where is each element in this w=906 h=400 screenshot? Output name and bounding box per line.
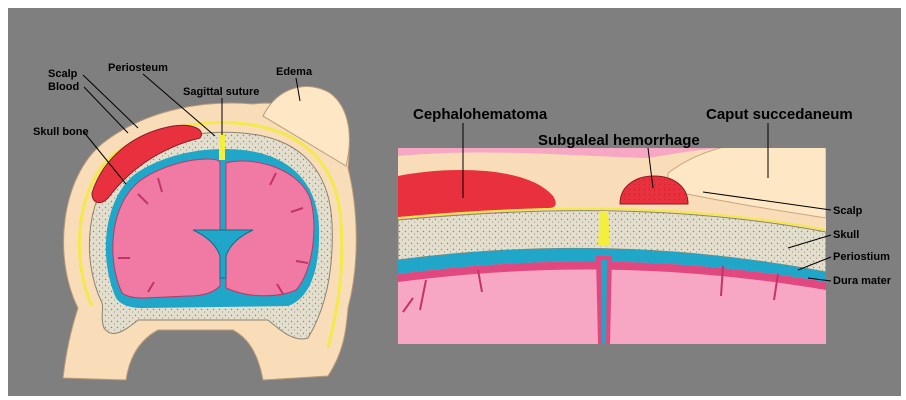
label-cephalohematoma: Cephalohematoma	[413, 106, 548, 123]
right-suture	[598, 211, 610, 246]
left-coronal-section: Scalp Blood Skull bone Periosteum Sagitt…	[33, 62, 356, 380]
label-scalp-right: Scalp	[833, 205, 863, 217]
label-periostium-right: Periostium	[833, 251, 890, 263]
label-scalp: Scalp	[48, 68, 78, 80]
label-subgaleal-hemorrhage: Subgaleal hemorrhage	[538, 132, 700, 149]
right-falx-inner	[601, 260, 607, 344]
scalp-hemorrhage-diagram: Scalp Blood Skull bone Periosteum Sagitt…	[8, 8, 901, 396]
label-edema: Edema	[276, 66, 313, 78]
label-sagittal-suture: Sagittal suture	[183, 86, 259, 98]
label-skull-right: Skull	[833, 229, 859, 241]
label-caput-succedaneum: Caput succedaneum	[706, 106, 853, 123]
label-dura-mater-right: Dura mater	[833, 275, 892, 287]
diagram-canvas: Scalp Blood Skull bone Periosteum Sagitt…	[8, 8, 901, 396]
label-periosteum: Periosteum	[108, 62, 168, 74]
sagittal-suture	[219, 134, 225, 160]
label-blood: Blood	[48, 81, 79, 93]
label-skull-bone: Skull bone	[33, 126, 89, 138]
right-cross-section: Cephalohematoma Caput succedaneum Subgal…	[398, 106, 892, 344]
